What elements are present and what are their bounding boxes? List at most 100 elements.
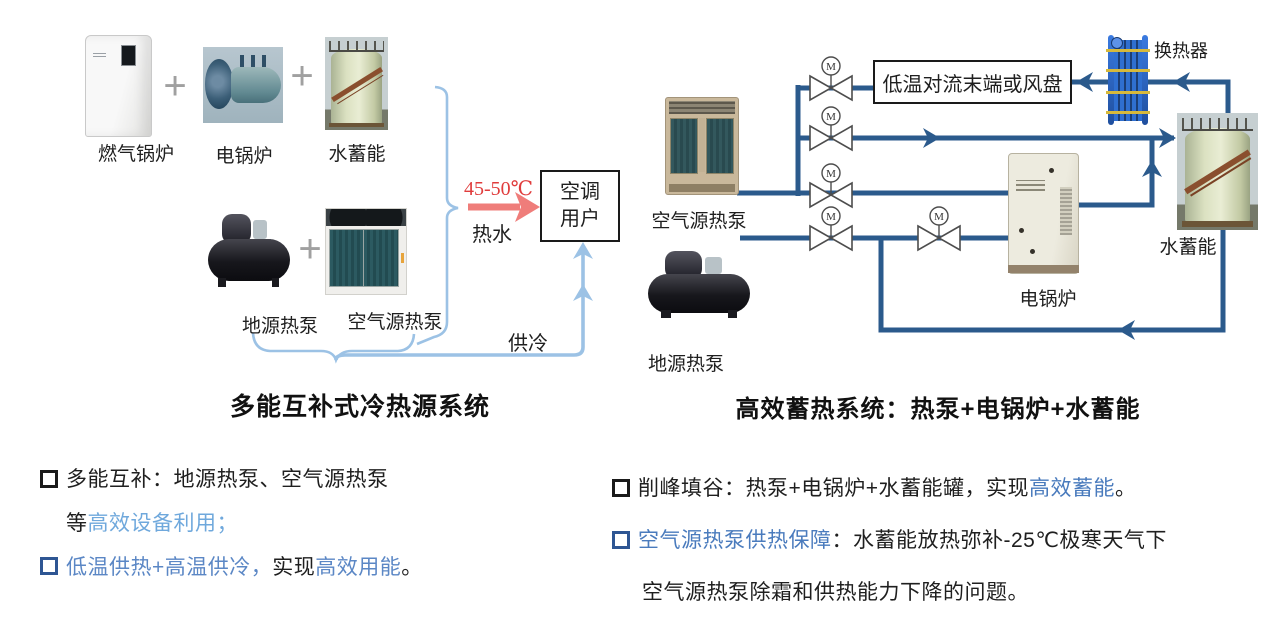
valve-motor-letter: M [826, 61, 836, 73]
hp-center-strip [699, 118, 705, 172]
ground-hp-label-left: 地源热泵 [241, 316, 319, 337]
valve-group: M M M M [809, 56, 961, 252]
boiler-knob [1029, 249, 1035, 255]
hx-plates [1114, 39, 1142, 121]
hp-coil-panel [705, 118, 735, 174]
water-tank-label-right: 水蓄能 [1159, 237, 1217, 258]
gas-boiler-photo [85, 35, 152, 137]
water-storage-tank-photo-right [1177, 113, 1258, 230]
bullet-line: 等高效设备利用； [66, 507, 238, 537]
air-hp-label-left: 空气源热泵 [347, 312, 443, 333]
valve-motor-letter: M [826, 168, 836, 180]
text-segment: ： [831, 529, 853, 552]
valve-motor-letter: M [826, 111, 836, 123]
text-segment: 高效设备利用 [87, 512, 217, 535]
electric-boiler-photo-right [1007, 153, 1080, 274]
hp-coil-panel [669, 118, 699, 174]
cooling-arrow-mid [573, 284, 593, 301]
ground-hp-photo-left [208, 212, 295, 287]
tank-railing [328, 40, 385, 53]
text-segment: ； [216, 512, 238, 535]
text-segment: 削峰填谷：热泵+电锅炉+水蓄能罐，实现 [638, 477, 1030, 500]
text-segment: 。 [401, 556, 423, 579]
hot-water-arrow [468, 192, 540, 222]
plus-sign: + [298, 227, 322, 271]
cooling-supply-line [334, 242, 593, 361]
air-hp-photo-right [665, 97, 739, 195]
text-segment: 等 [66, 512, 88, 535]
boiler-display [121, 45, 136, 66]
hp-motor [221, 213, 252, 244]
gas-boiler-label: 燃气锅炉 [97, 144, 175, 165]
hp-coil-panel [329, 228, 365, 287]
hx-tie-rod [1105, 49, 1151, 53]
hp-coil-panel [363, 228, 399, 287]
bullet-marker [40, 557, 58, 575]
hot-water-label: 热水 [472, 224, 512, 246]
hp-fan-deck [326, 209, 406, 226]
hp-leg [271, 278, 280, 287]
boiler-knob [1049, 168, 1055, 174]
arrow-into-tank [1159, 128, 1176, 148]
ground-hp-label-right: 地源热泵 [647, 354, 725, 375]
terminal-box-label: 低温对流末端或风盘 [882, 73, 1063, 96]
boiler-shell [231, 66, 281, 104]
plus-sign: + [290, 54, 314, 98]
ground-hp-photo-right [648, 250, 757, 318]
ac-user-line1: 空调 [560, 181, 600, 203]
boiler-louver [1060, 187, 1072, 235]
bullet-line: 低温供热+高温供冷，实现高效用能。 [66, 551, 423, 581]
tank-base [1181, 220, 1254, 227]
boiler-knob [1018, 227, 1024, 233]
air-hp-label-right: 空气源热泵 [651, 211, 747, 232]
text-segment: 高效蓄能 [1029, 477, 1116, 500]
hp-sticker [401, 253, 405, 264]
hp-grille [668, 100, 736, 115]
text-segment: 高效用能 [315, 556, 402, 579]
valve-motor-letter: M [934, 211, 944, 223]
motor-valve-4: M [809, 206, 853, 252]
ac-user-line2: 用户 [560, 208, 600, 230]
boiler-riser-pipe [1077, 140, 1155, 208]
hp-base [668, 184, 736, 193]
bottom-return-pipe [878, 230, 1226, 333]
bullet-line: 空气源热泵除霜和供热能力下降的问题。 [642, 576, 1029, 606]
bullet-marker [40, 470, 58, 488]
text-segment: 。 [1115, 477, 1137, 500]
text-segment: 水蓄能放热弥补-25℃极寒天气下 [853, 529, 1167, 552]
hp-shell [208, 239, 290, 281]
arrow-into-hx [1173, 72, 1190, 92]
ac-user-box: 空调 用户 [540, 170, 620, 242]
right-flow-arrows [923, 72, 1190, 340]
boiler-top-pipes [239, 54, 274, 67]
plus-sign: + [163, 64, 187, 108]
hx-to-tank-pipe [1148, 79, 1231, 116]
arrow-into-terminal [1076, 72, 1093, 92]
arrow-return-left [1118, 320, 1135, 340]
hx-tie-rod [1105, 110, 1151, 114]
hp-motor [665, 251, 703, 279]
hp-leg [218, 278, 227, 287]
hp-fitting [253, 219, 268, 239]
valve-motor-letter: M [826, 211, 836, 223]
tank-railing [1181, 117, 1254, 132]
bullet-line: 多能互补：地源热泵、空气源热泵 [66, 463, 389, 493]
heat-exchanger-photo [1105, 35, 1151, 125]
text-segment: 空气源热泵供热保障 [638, 529, 832, 552]
heat-exchanger-label: 换热器 [1154, 41, 1208, 61]
left-diagram-title: 多能互补式冷热源系统 [229, 393, 491, 421]
boiler-base [1007, 264, 1080, 273]
hp-shell [648, 274, 751, 313]
boiler-end-plate [204, 59, 234, 110]
tank-base [328, 122, 385, 128]
motor-valve-1: M [809, 56, 853, 102]
electric-boiler-label-right: 电锅炉 [1019, 289, 1077, 310]
water-tank-label-left: 水蓄能 [328, 144, 386, 165]
hx-frame [1142, 35, 1148, 125]
arrow-riser-up [1142, 160, 1162, 177]
hot-water-temp: 45-50℃ [464, 178, 534, 200]
air-hp-photo-left [325, 208, 407, 295]
bullet-line: 削峰填谷：热泵+电锅炉+水蓄能罐，实现高效蓄能。 [638, 472, 1137, 502]
arrow-branch2-mid [923, 128, 940, 148]
